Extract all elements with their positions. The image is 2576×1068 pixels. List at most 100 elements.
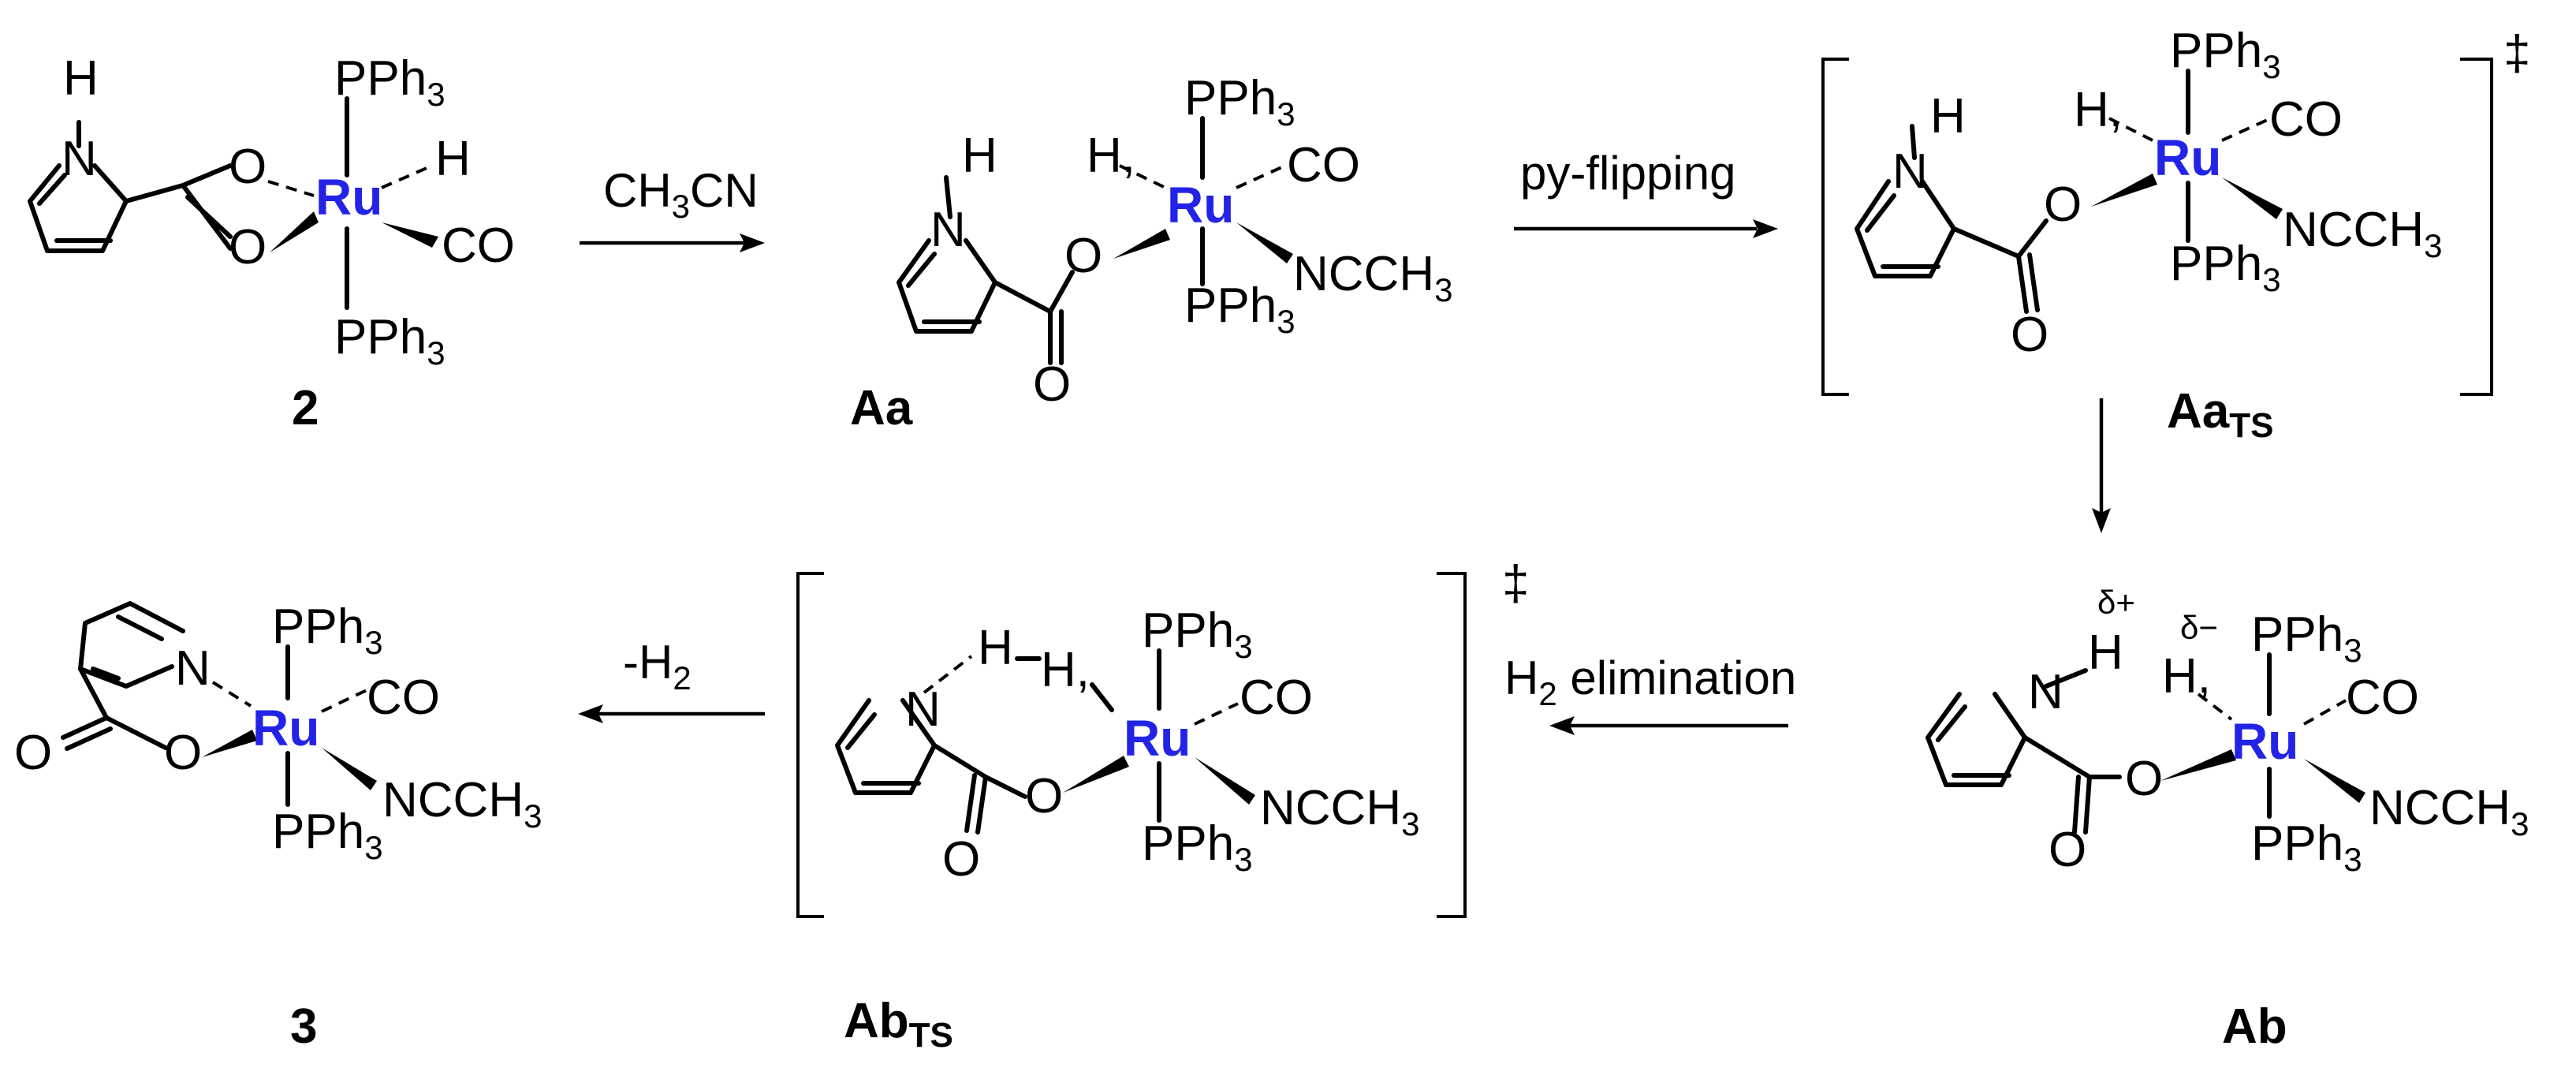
compound-label: 2 — [292, 381, 319, 435]
wedge-bond — [322, 748, 377, 790]
compound-Ab: δ+ H N O O Ru δ− H, CO NCCH3 PPh3 PPh3 A… — [1925, 584, 2529, 1054]
arrow-py-flipping: py-flipping — [1514, 147, 1778, 238]
pyrrole-ring — [28, 120, 233, 253]
phosphine-bottom: PPh3 — [1184, 278, 1295, 340]
carbonyl-ligand: CO — [1240, 670, 1313, 725]
ruthenium-center: Ru — [315, 169, 382, 226]
phosphine-bottom: PPh3 — [272, 805, 383, 866]
phosphine-bottom: PPh3 — [2170, 237, 2281, 298]
nh-hydrogen: H — [978, 621, 1013, 675]
arrow-h2-elimination: H2 elimination — [1504, 652, 1796, 735]
bracket-left — [796, 572, 824, 918]
carbonyl-oxygen: O — [1033, 357, 1071, 412]
compound-label: Ab — [2222, 999, 2287, 1054]
pyrrole-nitrogen: N — [2028, 665, 2063, 719]
transition-state-mark: ‡ — [2503, 26, 2530, 80]
acetonitrile-ligand: NCCH3 — [2283, 203, 2442, 264]
nh-hydrogen: H — [2088, 625, 2123, 680]
wedge-bond — [2160, 749, 2236, 781]
arrow-label: H2 elimination — [1504, 652, 1796, 712]
hydride: H, — [1041, 643, 1090, 697]
hydride: H — [435, 132, 471, 186]
wedge-bond — [2091, 174, 2157, 207]
arrow-label: -H2 — [623, 636, 692, 696]
pyrrole-nitrogen: N — [930, 203, 966, 257]
acetonitrile-ligand: NCCH3 — [1260, 781, 1419, 842]
pyrrole-nitrogen: N — [62, 132, 97, 186]
ruthenium-center: Ru — [1167, 177, 1234, 233]
phosphine-top: PPh3 — [2170, 24, 2281, 85]
bracket-right — [1437, 572, 1467, 918]
compound-Aa: H N O O Ru H, CO NCCH3 PPh3 PPh3 Aa — [850, 71, 1452, 435]
wedge-bond — [382, 222, 438, 248]
wedge-bond — [1113, 229, 1170, 259]
compound-label: AaTS — [2167, 384, 2274, 445]
nh-hydrogen: H — [1930, 89, 1966, 144]
compound-label: 3 — [290, 999, 317, 1054]
hydride: H, — [2074, 83, 2123, 137]
carbonyl-ligand: CO — [442, 218, 515, 273]
hashed-bond — [321, 689, 367, 713]
ruthenium-center: Ru — [2231, 713, 2298, 770]
arrow-minus-h2: -H2 — [578, 636, 765, 723]
hashed-bond — [211, 681, 252, 708]
carbonyl-oxygen: O — [14, 726, 52, 780]
compound-label: Aa — [850, 381, 913, 435]
compound-3: N O O Ru CO NCCH3 PPh3 PPh3 3 — [14, 599, 542, 1054]
ester-oxygen: O — [1025, 769, 1063, 823]
nh-hydrogen: H — [63, 51, 99, 106]
hashed-bond — [1194, 702, 1239, 726]
pyrrole-nitrogen: N — [1892, 144, 1928, 199]
carbonyl-ligand: CO — [2346, 670, 2419, 725]
wedge-bond — [270, 211, 319, 252]
ruthenium-center: Ru — [2154, 129, 2221, 186]
carbonyl-oxygen: O — [942, 832, 980, 887]
ruthenium-center: Ru — [1124, 710, 1191, 767]
phosphine-top: PPh3 — [1142, 603, 1253, 665]
carboxylate-oxygen-top: O — [229, 140, 267, 194]
hashed-bond — [1119, 164, 1166, 189]
bracket-right — [2460, 58, 2493, 396]
bracket-left — [1821, 58, 1849, 396]
hashed-bond — [381, 164, 433, 189]
phosphine-top: PPh3 — [2251, 607, 2362, 669]
carbonyl-ligand: CO — [2269, 92, 2343, 147]
hashed-bond — [2221, 117, 2272, 142]
ruthenium-center: Ru — [252, 700, 319, 756]
reagent-label: CH3CN — [603, 164, 759, 225]
compound-label: AbTS — [844, 994, 953, 1055]
compound-AbTS: ‡ H N O O Ru H, CO NCCH3 PPh3 PPh3 AbTS — [796, 556, 1529, 1055]
delta-plus: δ+ — [2097, 584, 2135, 621]
wedge-bond — [2304, 759, 2365, 803]
carbonyl-oxygen: O — [2011, 308, 2048, 362]
carbonyl-oxygen: O — [2048, 823, 2086, 877]
arrow-label: py-flipping — [1520, 147, 1736, 200]
nh-hydrogen: H — [962, 129, 997, 183]
acetonitrile-ligand: NCCH3 — [382, 773, 542, 835]
ester-oxygen: O — [2044, 177, 2082, 232]
pyrrolyl-nitrogen: N — [175, 641, 211, 696]
hashed-bond — [267, 180, 315, 197]
wedge-bond — [202, 730, 257, 757]
phosphine-top: PPh3 — [334, 51, 445, 113]
ester-oxygen: O — [164, 726, 202, 780]
phosphine-bottom: PPh3 — [2251, 816, 2362, 878]
hydride: H, — [1087, 129, 1135, 183]
compound-AaTS: ‡ H N O O Ru H, CO NCCH3 PPh3 PPh3 AaTS — [1821, 24, 2530, 445]
hashed-bond — [1236, 164, 1286, 189]
pyrrole-nitrogen: N — [905, 682, 941, 737]
acetonitrile-ligand: NCCH3 — [1293, 247, 1452, 308]
hydrogen-bond — [923, 655, 973, 694]
carboxylate-oxygen-bottom: O — [229, 220, 267, 274]
hashed-bond — [2197, 693, 2233, 721]
carbonyl-ligand: CO — [1287, 138, 1360, 192]
acetonitrile-ligand: NCCH3 — [2369, 781, 2529, 842]
hashed-bond — [2303, 699, 2347, 726]
hashed-bond — [2108, 117, 2153, 142]
transition-state-mark: ‡ — [1502, 556, 1529, 611]
wedge-bond — [1063, 756, 1129, 793]
wedge-bond — [1236, 222, 1293, 263]
wedge-bond — [1195, 757, 1255, 805]
arrow-down — [2092, 398, 2111, 533]
phosphine-bottom: PPh3 — [334, 310, 445, 372]
